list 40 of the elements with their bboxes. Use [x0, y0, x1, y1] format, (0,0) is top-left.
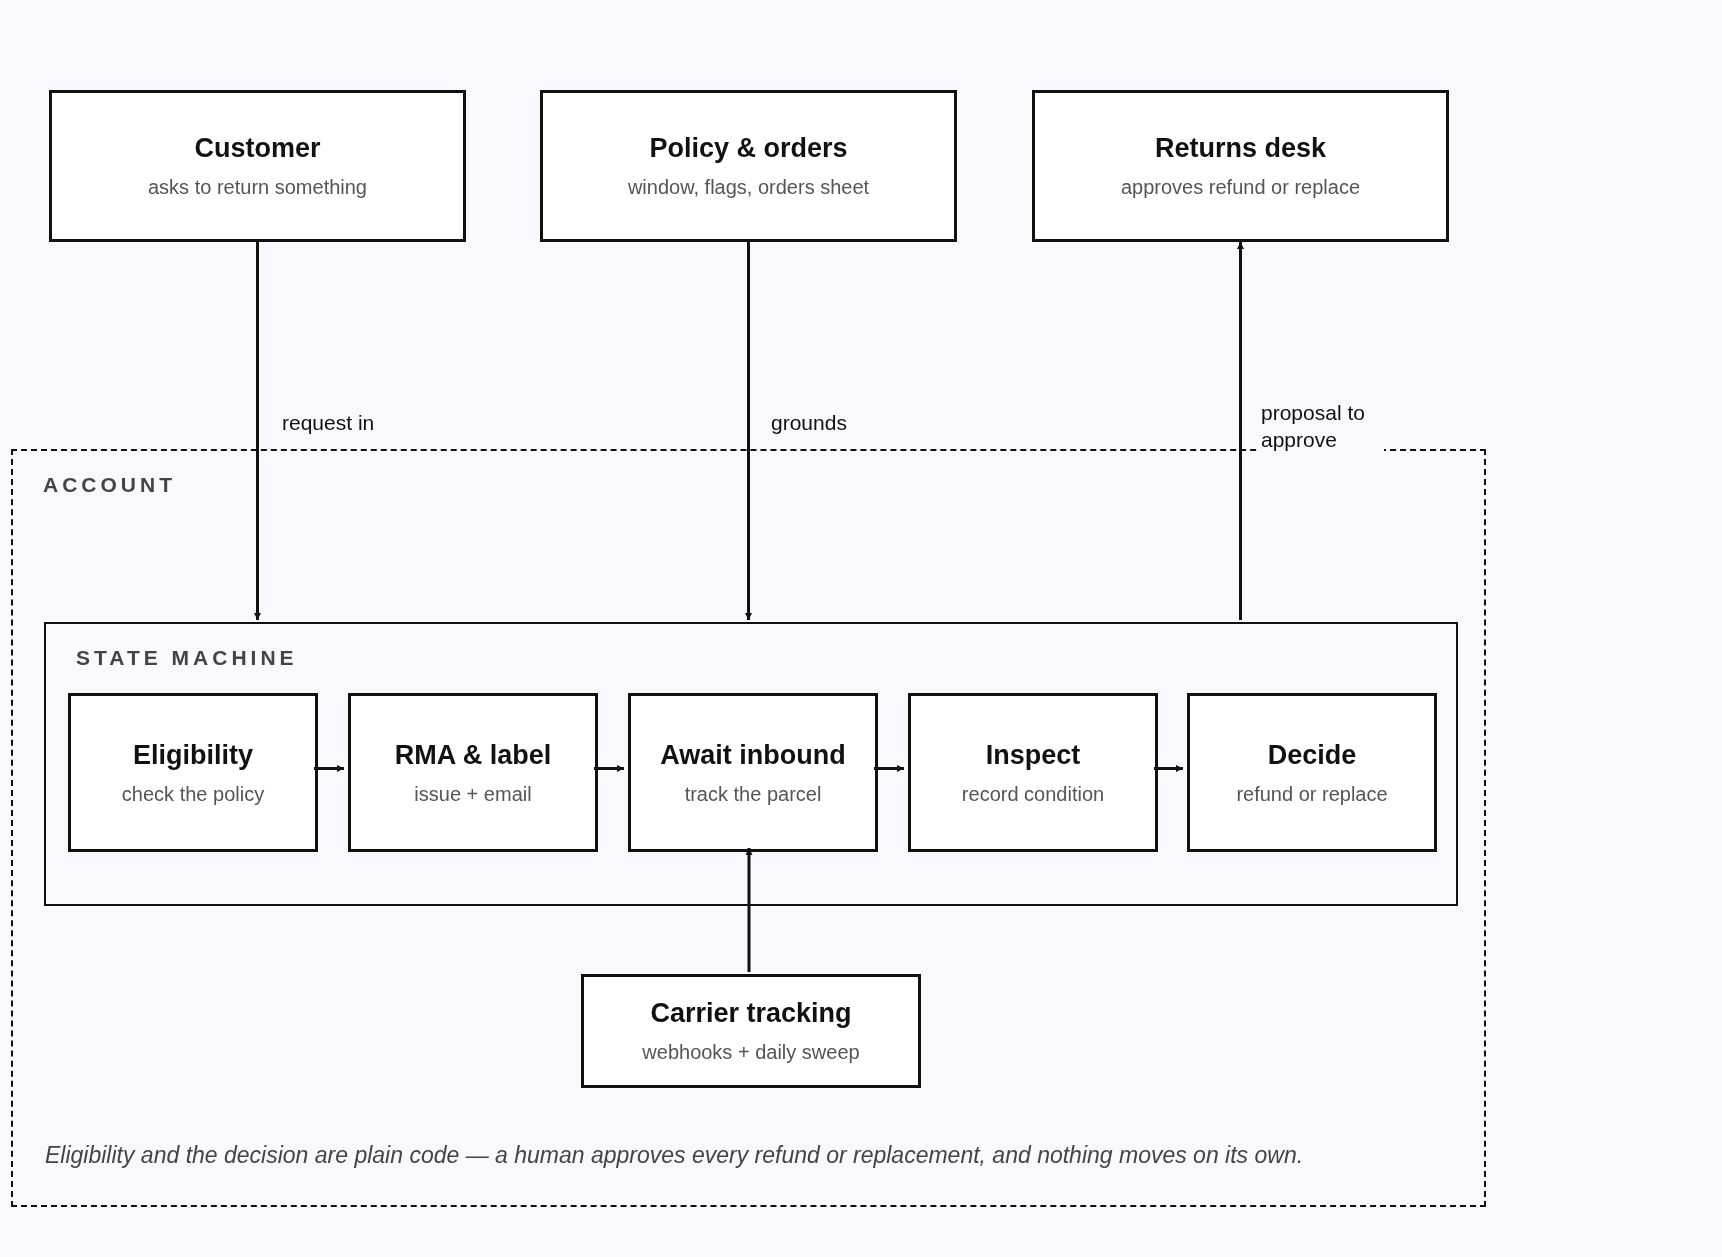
group-container	[44, 622, 1458, 906]
container-heading: ACCOUNT	[43, 473, 176, 497]
process-box	[1032, 90, 1449, 242]
arrow	[1237, 242, 1244, 620]
box-title: RMA & label	[394, 739, 552, 771]
box-title: Carrier tracking	[650, 998, 852, 1029]
process-box	[348, 693, 598, 852]
box-title: Returns desk	[1154, 133, 1327, 164]
caption-note: Eligibility and the decision are plain code — a human approves every refund or replacement, and nothing moves on its own.	[45, 1142, 1304, 1169]
box-subtitle: record condition	[961, 782, 1105, 806]
box-subtitle: issue + email	[414, 782, 532, 806]
arrow	[745, 848, 753, 972]
box-subtitle: check the policy	[121, 782, 265, 806]
box-subtitle: asks to return something	[148, 176, 367, 199]
process-box	[1187, 693, 1437, 852]
arrow	[314, 765, 344, 772]
arrow	[594, 765, 624, 772]
process-box	[628, 693, 878, 852]
box-subtitle: window, flags, orders sheet	[627, 176, 870, 199]
box-title: Policy & orders	[649, 133, 848, 164]
process-box	[68, 693, 318, 852]
box-subtitle: track the parcel	[684, 782, 822, 806]
arrow	[874, 765, 904, 772]
box-title: Customer	[194, 133, 321, 164]
box-subtitle: webhooks + daily sweep	[642, 1041, 860, 1064]
box-subtitle: approves refund or replace	[1120, 176, 1360, 199]
arrow	[745, 242, 752, 620]
box-title: Await inbound	[660, 739, 846, 771]
box-title: Inspect	[985, 739, 1081, 771]
box-title: Eligibility	[133, 739, 253, 771]
boundary-container	[11, 449, 1486, 1207]
container-heading: STATE MACHINE	[76, 646, 298, 670]
process-box	[581, 974, 921, 1088]
arrow	[1154, 765, 1183, 772]
process-box	[540, 90, 957, 242]
process-box	[908, 693, 1158, 852]
box-title: Decide	[1267, 739, 1357, 771]
process-box	[49, 90, 466, 242]
arrow	[254, 242, 261, 620]
box-subtitle: refund or replace	[1236, 782, 1388, 806]
